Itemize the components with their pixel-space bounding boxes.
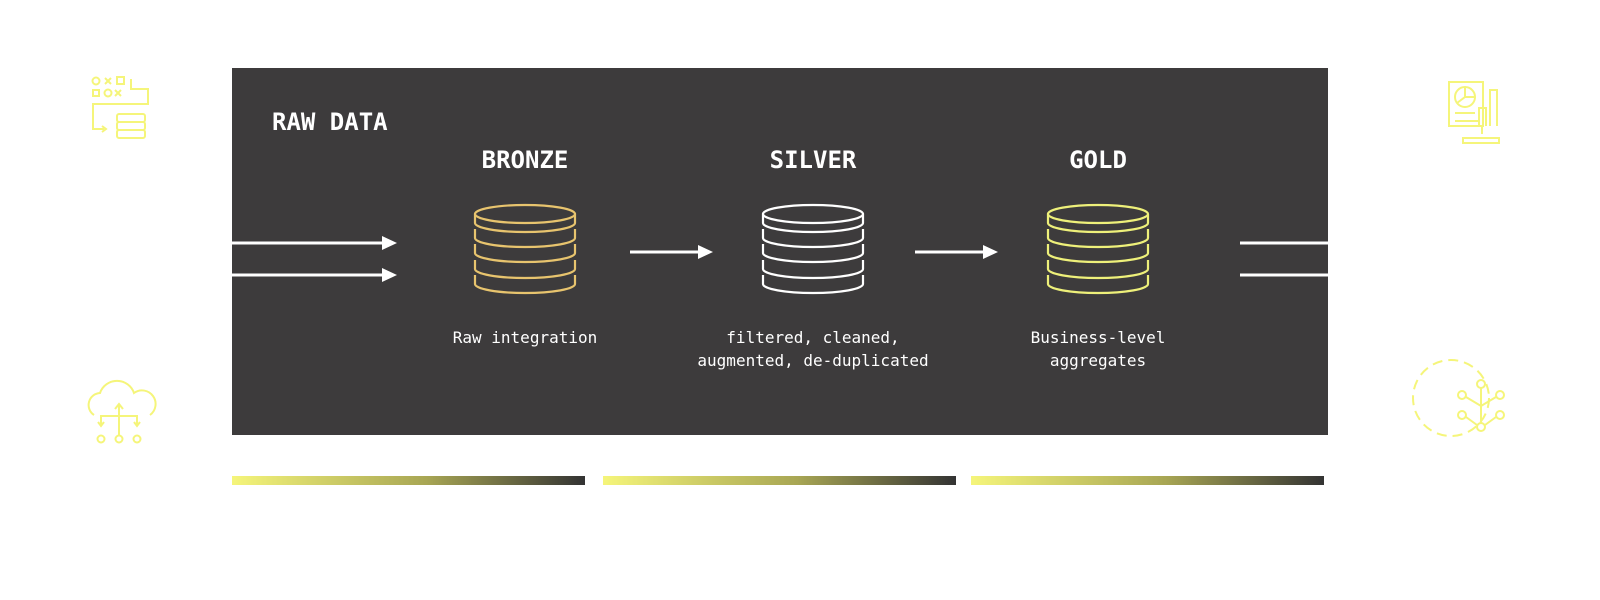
stage-title-silver: SILVER xyxy=(770,146,857,174)
data-transform-icon xyxy=(91,76,149,139)
cloud-distribution-icon xyxy=(87,379,157,444)
bronze-gradient-bar xyxy=(232,476,585,485)
output-lines xyxy=(1240,241,1328,277)
dashboard-monitor-icon xyxy=(1448,81,1500,144)
panel-title: RAW DATA xyxy=(272,108,388,136)
stage-title-gold: GOLD xyxy=(1069,146,1127,174)
gear-network-icon xyxy=(1412,359,1505,437)
gold-caption-line1: Business-level xyxy=(1031,328,1166,347)
silver-caption-line1: filtered, cleaned, xyxy=(726,328,899,347)
gold-gradient-bar xyxy=(971,476,1324,485)
raw-data-panel xyxy=(232,68,1328,435)
silver-caption-line2: augmented, de-duplicated xyxy=(697,351,928,370)
arrow-silver-to-gold xyxy=(915,245,998,259)
gold-caption-line2: aggregates xyxy=(1050,351,1146,370)
input-arrows xyxy=(232,236,397,282)
stage-title-bronze: BRONZE xyxy=(482,146,569,174)
bronze-caption: Raw integration xyxy=(453,328,598,347)
arrow-bronze-to-silver xyxy=(630,245,713,259)
silver-gradient-bar xyxy=(603,476,956,485)
